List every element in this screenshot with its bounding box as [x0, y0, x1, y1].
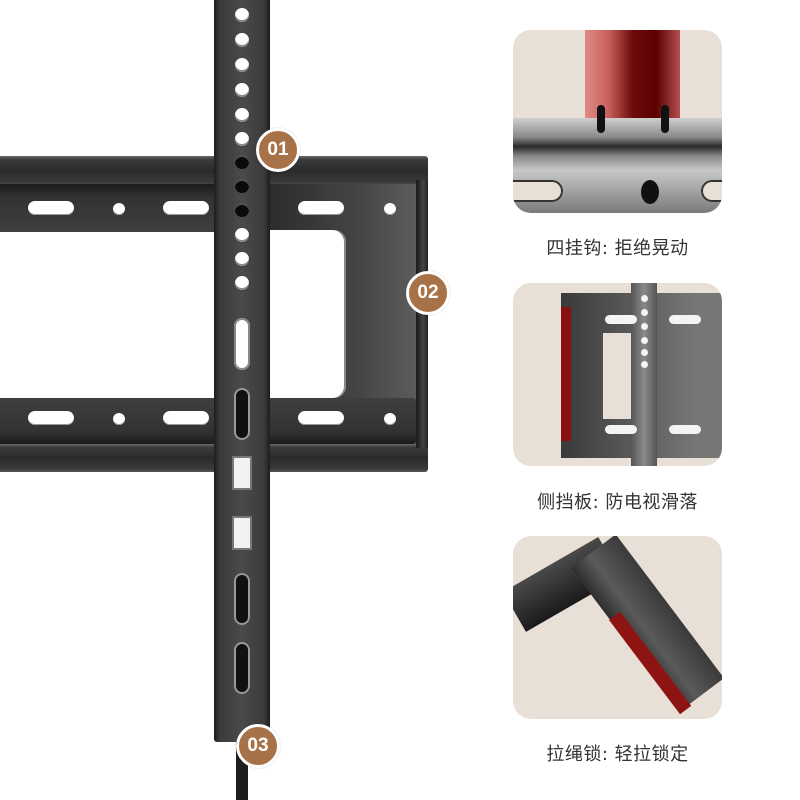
arm-hole	[235, 155, 249, 169]
feature-caption-side-baffle: 侧挡板: 防电视滑落	[537, 492, 698, 513]
arm-hole	[235, 179, 249, 193]
bracket-vertical-arm	[214, 0, 270, 742]
feature-caption-pull-cord: 拉绳锁: 轻拉锁定	[546, 744, 689, 765]
hook-icon	[597, 105, 605, 133]
badge-01: 01	[256, 128, 300, 172]
arm-slot	[234, 573, 250, 625]
rail-hole	[384, 203, 396, 215]
rail-slot	[605, 425, 637, 434]
rail-slot	[298, 201, 344, 215]
arm-hole	[641, 337, 648, 344]
rail-slot	[513, 180, 563, 202]
rail-slot	[28, 201, 74, 215]
rail-slot	[669, 425, 701, 434]
arm-slot	[234, 388, 250, 440]
arm-hole	[641, 323, 648, 330]
rail-slot	[701, 180, 722, 202]
arm-hole	[235, 58, 249, 72]
arm-hole	[641, 349, 648, 356]
badge-03: 03	[236, 724, 280, 768]
rail-slot	[163, 201, 209, 215]
arm-hole	[235, 252, 249, 266]
arm-hole	[235, 108, 249, 122]
rail-hole	[113, 203, 125, 215]
arm-hole	[641, 309, 648, 316]
arm-spring-window	[232, 516, 252, 550]
rail-slot	[163, 411, 209, 425]
arm-hole	[641, 295, 648, 302]
rail-slot	[28, 411, 74, 425]
feature-caption-hooks: 四挂钩: 拒绝晃动	[546, 238, 689, 259]
feature-card-hooks	[513, 30, 722, 213]
arm-hole	[235, 276, 249, 290]
arm-lock-window	[232, 456, 252, 490]
arm-hole	[235, 132, 249, 146]
rail-hole	[384, 413, 396, 425]
rail-hole	[113, 413, 125, 425]
arm-slot	[234, 318, 250, 370]
rail-slot	[298, 411, 344, 425]
arm-hole	[235, 8, 249, 22]
rail-hole	[641, 180, 659, 204]
arm-slot	[234, 642, 250, 694]
channel-closeup	[571, 536, 722, 712]
feature-card-pull-cord	[513, 536, 722, 719]
red-highlighted-baffle	[561, 307, 571, 441]
badge-02: 02	[406, 271, 450, 315]
bracket-main-image: 01 02 03	[0, 0, 450, 800]
arm-hole	[235, 33, 249, 47]
hook-icon	[661, 105, 669, 133]
bracket-panel-cutout	[268, 230, 346, 398]
rail-slot	[669, 315, 701, 324]
arm-hole	[641, 361, 648, 368]
feature-card-side-baffle	[513, 283, 722, 466]
arm-hole	[235, 228, 249, 242]
rail-slot	[605, 315, 637, 324]
arm-hole	[235, 83, 249, 97]
arm-hole	[235, 203, 249, 217]
